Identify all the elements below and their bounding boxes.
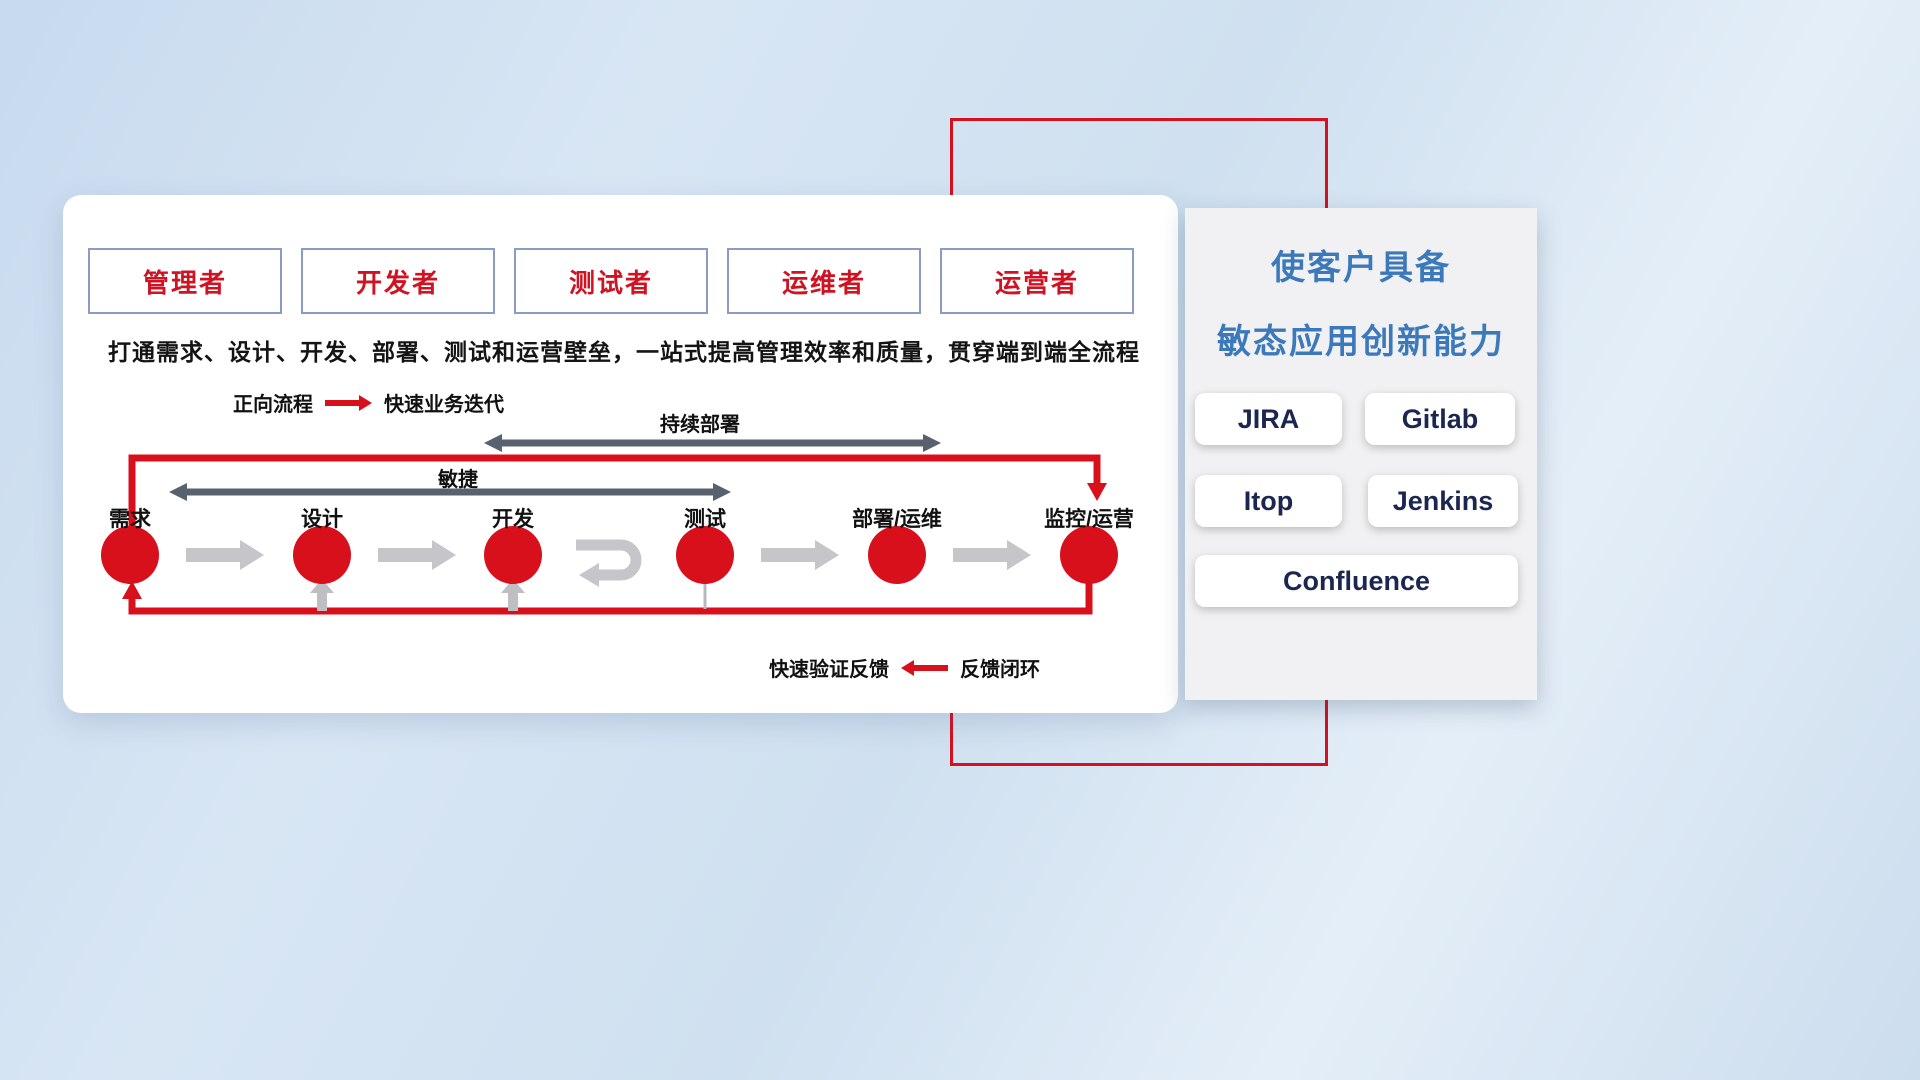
legend-forward-desc: 快速业务迭代	[384, 394, 504, 416]
stage-label-deploy-ops: 部署/运维	[852, 508, 942, 531]
feedback-arrow-icon	[901, 659, 948, 676]
tool-chip-jira: JIRA	[1195, 393, 1342, 445]
stage-circle-requirements	[101, 526, 159, 584]
process-subtitle: 打通需求、设计、开发、部署、测试和运营壁垒，一站式提高管理效率和质量，贯穿端到端…	[108, 339, 1140, 365]
role-box-row: 管理者 开发者 测试者 运维者 运营者	[88, 248, 1134, 314]
agile-arrowhead-left	[169, 483, 187, 501]
panel-title-line1: 使客户具备	[1271, 249, 1451, 287]
stage-label-design: 设计	[301, 508, 343, 531]
feedback-up-arrow-dev	[501, 579, 525, 611]
agile-arrowhead-right	[713, 483, 731, 501]
legend-feedback-desc: 快速验证反馈	[769, 659, 889, 681]
stage-label-monitor-ops: 监控/运营	[1044, 508, 1134, 531]
uturn-arrow-icon	[576, 539, 642, 581]
role-box-operator: 运营者	[940, 248, 1134, 314]
agile-label: 敏捷	[438, 469, 478, 491]
legend-feedback-loop: 快速验证反馈 反馈闭环	[769, 653, 1040, 682]
feedback-up-arrow-design	[310, 579, 334, 611]
feedback-loop-arrowhead	[122, 581, 142, 599]
flow-arrow-2	[378, 540, 456, 570]
role-box-ops: 运维者	[727, 248, 921, 314]
process-card: 管理者 开发者 测试者 运维者 运营者 打通需求、设计、开发、部署、测试和运营壁…	[63, 195, 1178, 713]
continuous-deploy-label: 持续部署	[660, 414, 740, 436]
legend-feedback-label: 反馈闭环	[960, 659, 1040, 681]
tool-chip-gitlab: Gitlab	[1365, 393, 1515, 445]
flow-arrow-5	[953, 540, 1031, 570]
stage-circle-test	[676, 526, 734, 584]
tool-chip-jenkins: Jenkins	[1368, 475, 1518, 527]
role-box-developer: 开发者	[301, 248, 495, 314]
panel-title-line2: 敏态应用创新能力	[1217, 323, 1505, 361]
stage-label-dev: 开发	[492, 508, 534, 531]
forward-loop-arrowhead	[1087, 483, 1107, 501]
stage-label-requirements: 需求	[109, 508, 151, 531]
legend-forward-flow: 正向流程 快速业务迭代	[233, 388, 504, 417]
forward-loop-line	[128, 454, 1101, 529]
feedback-loop-line	[128, 583, 1093, 615]
stage-circle-design	[293, 526, 351, 584]
legend-forward-label: 正向流程	[233, 394, 313, 416]
stage-circle-monitor-ops	[1060, 526, 1118, 584]
forward-arrow-icon	[325, 394, 372, 411]
cd-arrowhead-right	[923, 434, 941, 452]
role-box-manager: 管理者	[88, 248, 282, 314]
tool-chip-confluence: Confluence	[1195, 555, 1518, 607]
flow-arrow-1	[186, 540, 264, 570]
cd-arrowhead-left	[484, 434, 502, 452]
capability-panel: 使客户具备 敏态应用创新能力 JIRA Gitlab Itop Jenkins …	[1185, 208, 1537, 700]
uturn-arrowhead	[579, 563, 599, 587]
stage-circle-deploy-ops	[868, 526, 926, 584]
stage-label-test: 测试	[684, 508, 726, 531]
tool-chip-itop: Itop	[1195, 475, 1342, 527]
stage-circle-dev	[484, 526, 542, 584]
role-box-tester: 测试者	[514, 248, 708, 314]
flow-arrow-4	[761, 540, 839, 570]
